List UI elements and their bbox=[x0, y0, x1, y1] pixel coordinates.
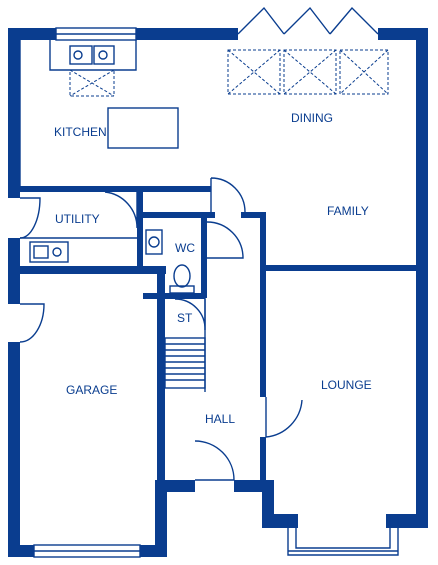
windows bbox=[33, 27, 399, 558]
label-dining: DINING bbox=[291, 111, 333, 125]
french-doors bbox=[237, 6, 379, 35]
wc-fittings bbox=[145, 229, 195, 294]
label-family: FAMILY bbox=[327, 204, 369, 218]
label-wc: WC bbox=[175, 241, 195, 255]
utility-units bbox=[20, 237, 137, 263]
label-lounge: LOUNGE bbox=[321, 378, 372, 392]
roof-lights bbox=[227, 49, 389, 95]
kitchen-units bbox=[19, 40, 179, 186]
label-hall: HALL bbox=[205, 412, 235, 426]
label-garage: GARAGE bbox=[66, 383, 117, 397]
door-swings bbox=[19, 177, 303, 481]
external-walls bbox=[8, 28, 428, 557]
internal-walls bbox=[8, 186, 422, 483]
label-utility: UTILITY bbox=[55, 212, 100, 226]
label-kitchen: KITCHEN bbox=[54, 125, 107, 139]
label-st: ST bbox=[177, 311, 193, 325]
room-labels: KITCHEN DINING UTILITY FAMILY WC ST GARA… bbox=[54, 111, 372, 426]
